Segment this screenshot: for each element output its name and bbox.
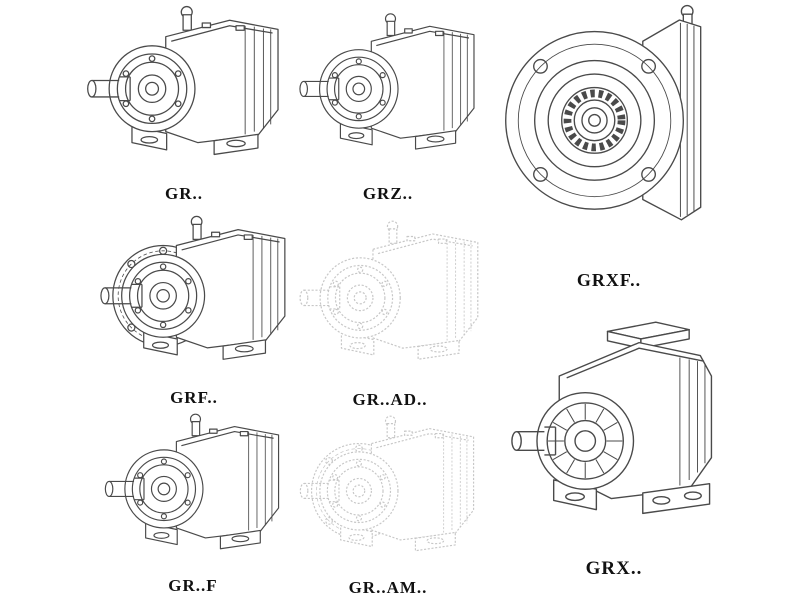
model-label-gr-ad: GR..AD.. [352, 390, 428, 409]
model-label-grxf: GRXF.. [576, 270, 642, 290]
gearbox-figure-gr-am: GR..AM.. [292, 412, 484, 598]
gearbox-drawing-grz [292, 2, 484, 180]
model-label-gr: GR.. [165, 184, 203, 203]
model-label-grx: GRX.. [585, 558, 643, 579]
model-label-grz: GRZ.. [362, 184, 414, 203]
gearbox-drawing-grxf [498, 0, 720, 262]
gearbox-figure-gr-ad: GR..AD.. [292, 214, 488, 410]
model-label-grf: GRF.. [170, 388, 218, 407]
model-label-gr-am: GR..AM.. [348, 578, 428, 597]
gearbox-figure-gr: GR.. [78, 2, 290, 204]
gearbox-drawing-gr-ad [292, 214, 488, 386]
gearbox-drawing-grx [498, 302, 730, 554]
gearbox-figure-grx: GRX.. [498, 302, 730, 580]
gearbox-drawing-gr-f [84, 410, 302, 572]
gearbox-drawing-gr [78, 2, 290, 180]
gearbox-figure-gr-f: GR..F [84, 410, 302, 596]
gearbox-drawing-grf [88, 212, 300, 384]
gearbox-drawing-gr-am [292, 412, 484, 574]
gearbox-figure-grxf: GRXF.. [498, 0, 720, 291]
model-label-gr-f: GR..F [168, 576, 218, 595]
gearbox-figure-grz: GRZ.. [292, 2, 484, 204]
gearbox-figure-grf: GRF.. [88, 212, 300, 408]
